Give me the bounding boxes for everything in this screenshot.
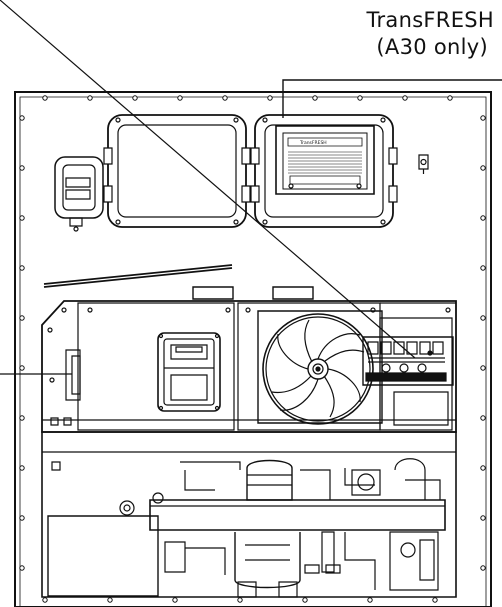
callout-label-transfresh: TransFRESH (366, 8, 494, 32)
outer-frame (15, 92, 491, 607)
control-box (158, 333, 220, 411)
mechanical-section (42, 301, 456, 432)
callout-label-a30-only: (A30 only) (376, 35, 488, 59)
sensor-box (419, 155, 428, 174)
compressor-assembly (165, 459, 440, 597)
frame-bolts (20, 96, 485, 602)
electrical-contactors (363, 318, 453, 430)
diagonal-rod (44, 265, 232, 287)
callout-underline (283, 80, 502, 118)
transfresh-panel-label: TransFRESH (299, 140, 327, 146)
leader-lines (0, 0, 502, 374)
left-access-panel (104, 115, 250, 227)
left-canister (55, 157, 103, 231)
top-brackets (193, 287, 313, 299)
leader-line-diagonal (0, 0, 415, 358)
left-side-bracket (66, 350, 80, 400)
right-access-panel-transfresh (251, 115, 397, 227)
lower-section (42, 432, 456, 597)
